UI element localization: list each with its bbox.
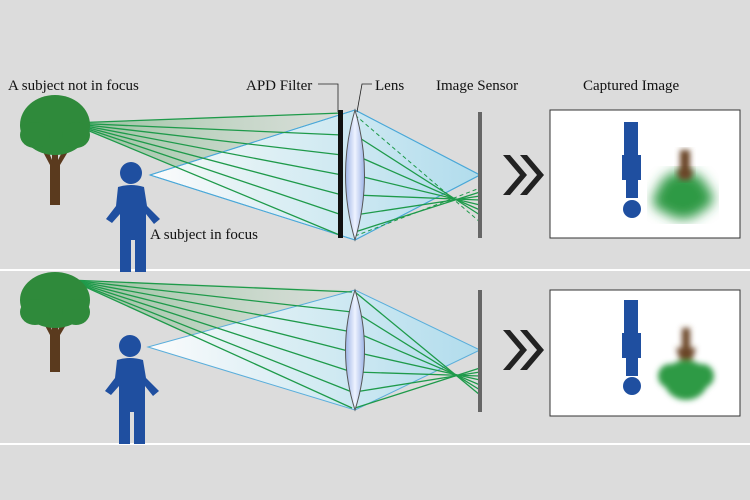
double-chevron-icon bbox=[503, 155, 544, 195]
tree-icon bbox=[20, 272, 90, 372]
person-icon bbox=[106, 162, 160, 272]
tree-rays-attenuated bbox=[354, 114, 481, 237]
image-sensor-icon bbox=[478, 290, 482, 412]
tree-icon bbox=[20, 95, 90, 205]
bottom-panel bbox=[20, 272, 741, 444]
captured-image-box bbox=[549, 109, 741, 239]
image-sensor-icon bbox=[478, 112, 482, 238]
label-leader-lines bbox=[318, 83, 372, 113]
captured-image-box bbox=[549, 289, 741, 417]
label-subject-in-focus: A subject in focus bbox=[150, 227, 258, 243]
tree-rays bbox=[69, 279, 481, 409]
label-image-sensor: Image Sensor bbox=[436, 78, 518, 94]
label-captured-image: Captured Image bbox=[583, 78, 680, 94]
lens-icon bbox=[345, 288, 365, 412]
lens-icon bbox=[345, 108, 365, 242]
person-icon bbox=[105, 335, 159, 444]
double-chevron-icon bbox=[503, 330, 544, 370]
label-apd-filter: APD Filter bbox=[246, 78, 312, 94]
label-subject-not-in-focus: A subject not in focus bbox=[8, 78, 139, 94]
focus-rays bbox=[149, 109, 481, 241]
label-lens: Lens bbox=[375, 78, 404, 94]
apd-filter-icon bbox=[338, 110, 343, 238]
top-panel: A subject not in focus APD Filter Lens I… bbox=[8, 78, 741, 272]
